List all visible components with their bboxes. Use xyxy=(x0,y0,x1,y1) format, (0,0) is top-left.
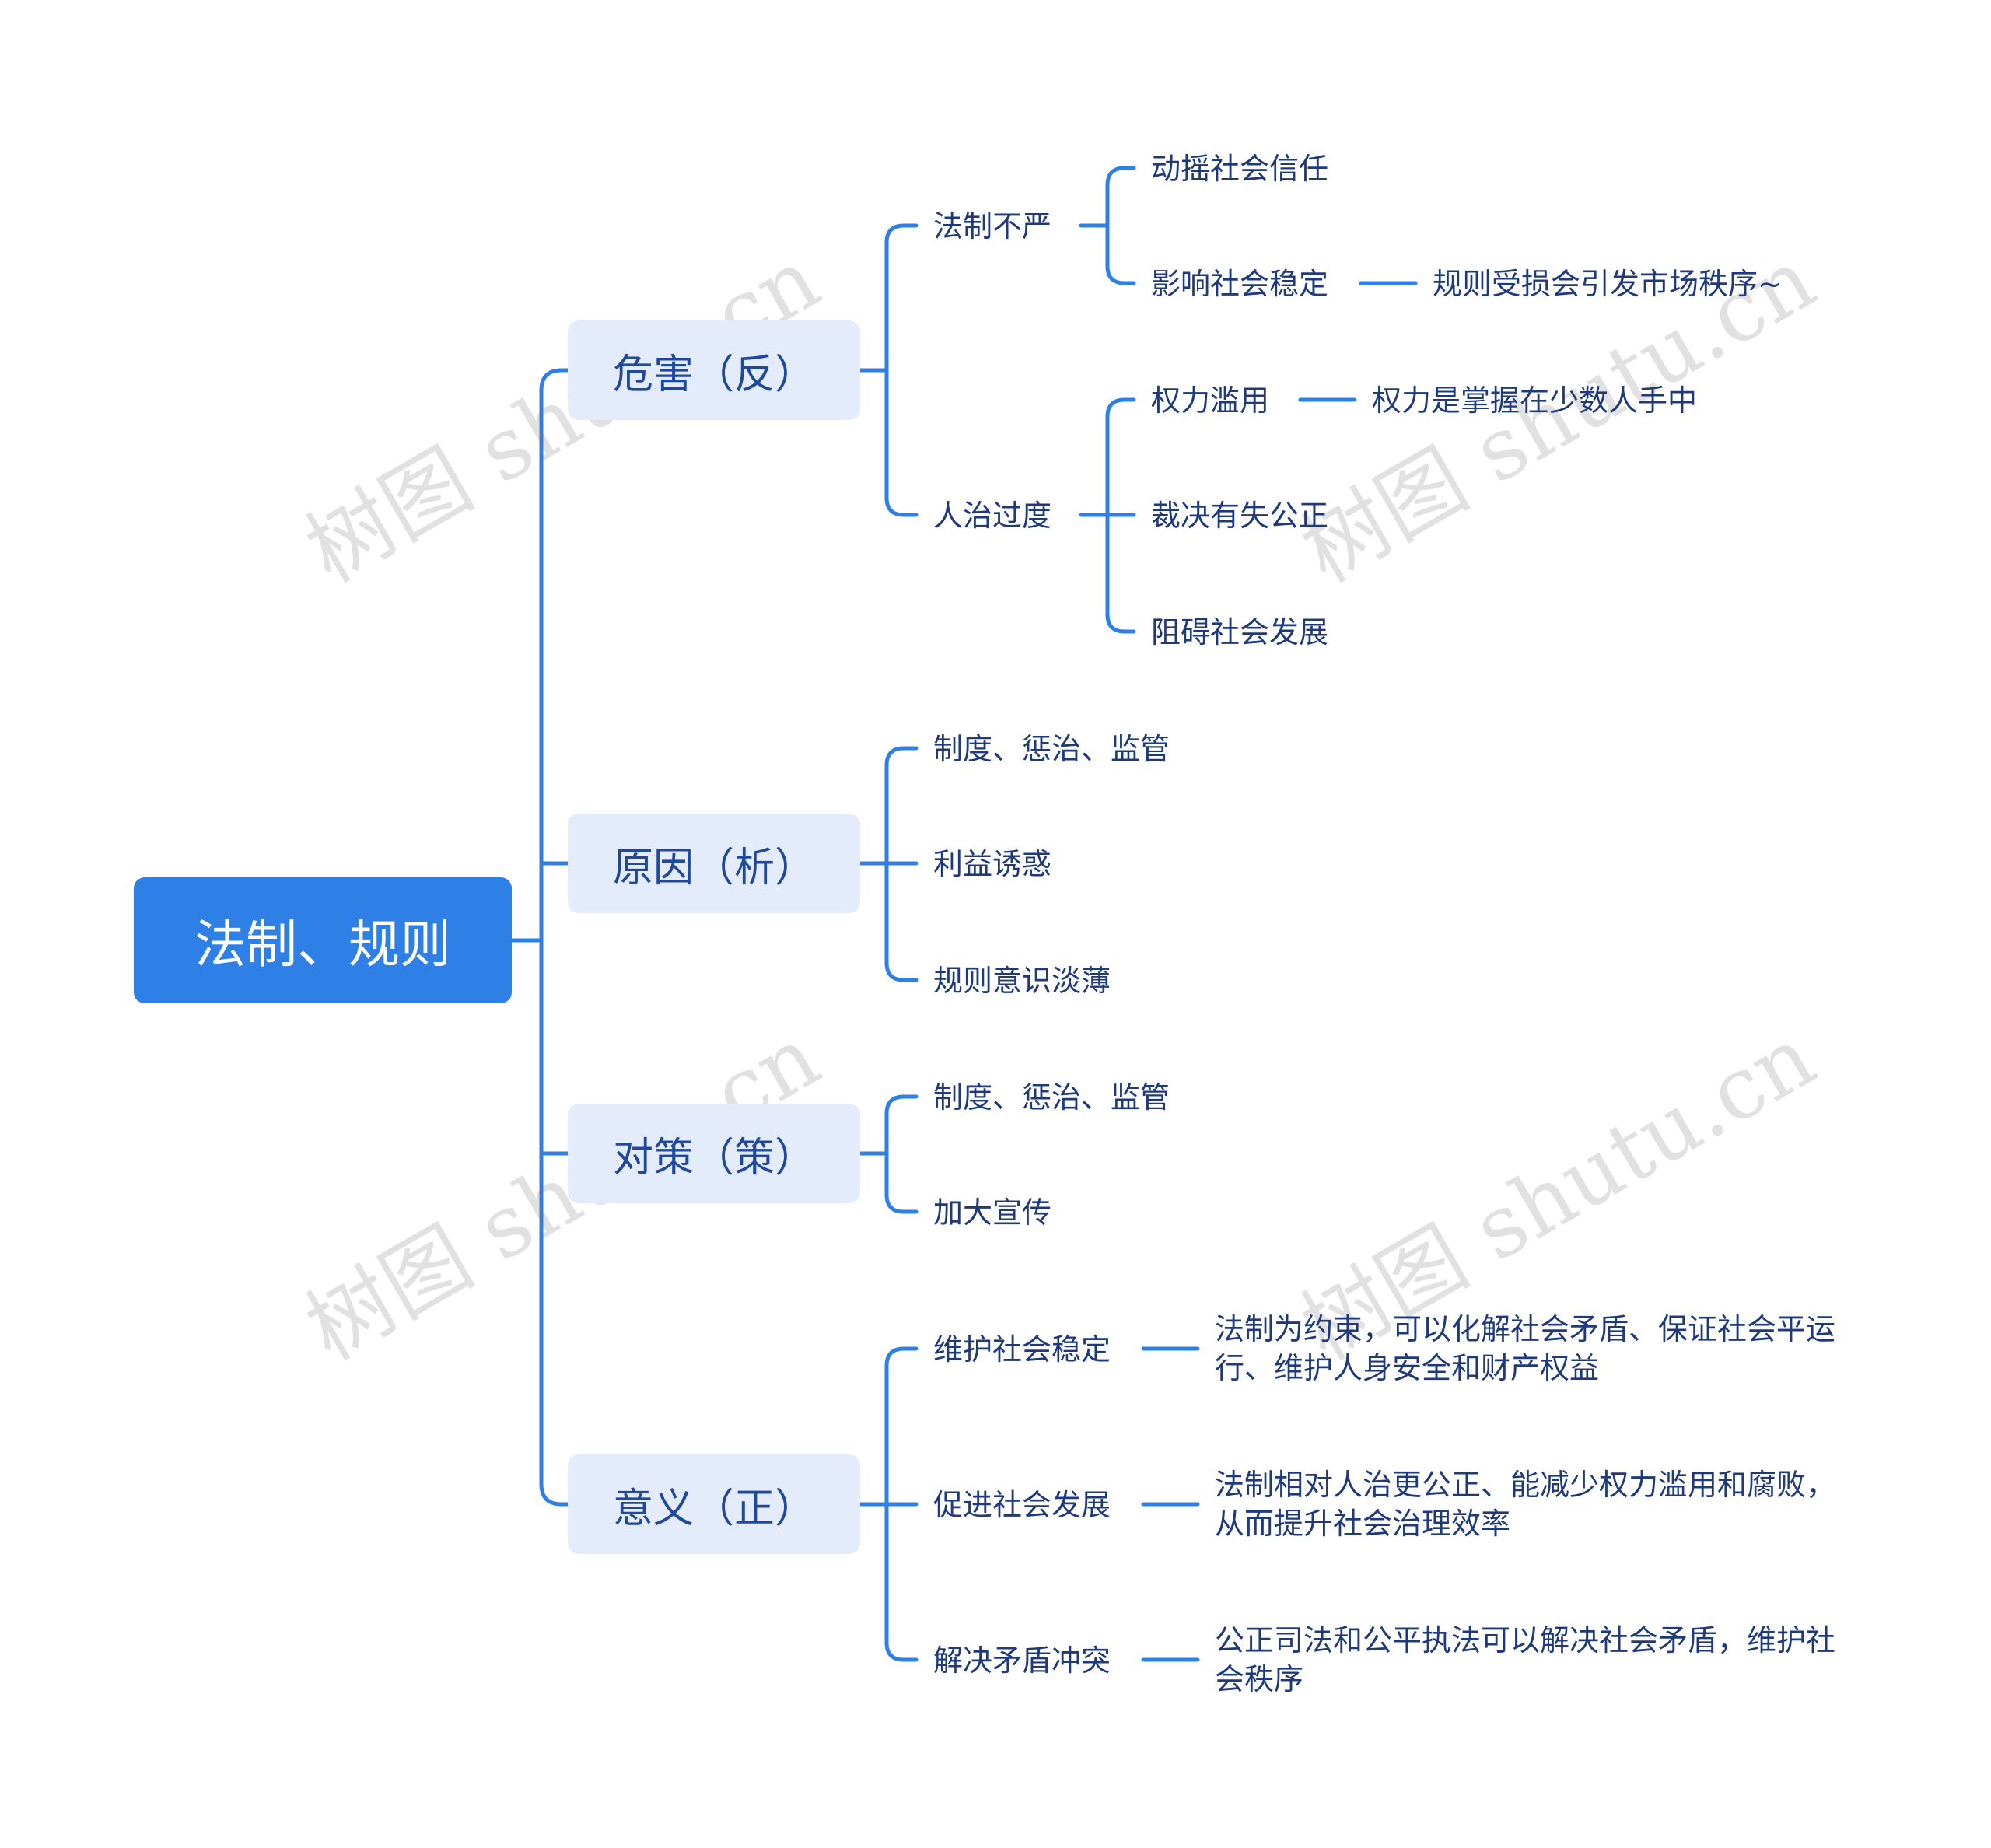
branch-harm[interactable]: 危害（反） xyxy=(568,320,860,420)
node-power-few[interactable]: 权力是掌握在少数人手中 xyxy=(1372,383,1698,418)
connector-significance xyxy=(858,1346,919,1662)
node-cause-awareness[interactable]: 规则意识淡薄 xyxy=(933,964,1111,998)
connector-harm xyxy=(858,223,919,517)
branch-cause[interactable]: 原因（析） xyxy=(568,814,860,913)
node-lax-law[interactable]: 法制不严 xyxy=(933,209,1052,243)
node-measure-publicity[interactable]: 加大宣传 xyxy=(933,1195,1052,1230)
node-resolve-conflict[interactable]: 解决矛盾冲突 xyxy=(933,1643,1111,1678)
connector-root xyxy=(509,368,570,1507)
node-cause-system[interactable]: 制度、惩治、监管 xyxy=(933,732,1170,766)
connector-measure xyxy=(858,1094,919,1214)
node-unfair-ruling[interactable]: 裁决有失公正 xyxy=(1151,499,1329,533)
node-power-abuse[interactable]: 权力滥用 xyxy=(1151,383,1270,418)
connector-rule-of-man xyxy=(1079,397,1136,634)
node-shake-trust[interactable]: 动摇社会信任 xyxy=(1151,152,1329,186)
branch-significance[interactable]: 意义（正） xyxy=(568,1454,860,1554)
node-maintain-stability[interactable]: 维护社会稳定 xyxy=(933,1332,1111,1367)
node-market-order[interactable]: 规则受损会引发市场秩序~ xyxy=(1433,267,1783,301)
connector-lax-law xyxy=(1079,166,1136,285)
node-affect-stability[interactable]: 影响社会稳定 xyxy=(1151,267,1329,301)
node-measure-system[interactable]: 制度、惩治、监管 xyxy=(933,1080,1170,1115)
branch-countermeasure[interactable]: 对策（策） xyxy=(568,1104,860,1203)
node-rule-of-man[interactable]: 人治过度 xyxy=(933,499,1052,533)
connector-cause xyxy=(858,746,919,982)
node-maintain-stability-detail[interactable]: 法制为约束，可以化解社会矛盾、保证社会平运行、维护人身安全和财产权益 xyxy=(1215,1312,1836,1385)
root-node[interactable]: 法制、规则 xyxy=(134,877,512,1003)
node-promote-development[interactable]: 促进社会发展 xyxy=(933,1488,1111,1522)
node-resolve-conflict-detail[interactable]: 公正司法和公平执法可以解决社会矛盾，维护社会秩序 xyxy=(1215,1623,1836,1696)
node-promote-development-detail[interactable]: 法制相对人治更公正、能减少权力滥用和腐败，从而提升社会治理效率 xyxy=(1215,1468,1836,1541)
node-hinder-development[interactable]: 阻碍社会发展 xyxy=(1151,615,1329,649)
node-cause-interest[interactable]: 利益诱惑 xyxy=(933,847,1052,881)
